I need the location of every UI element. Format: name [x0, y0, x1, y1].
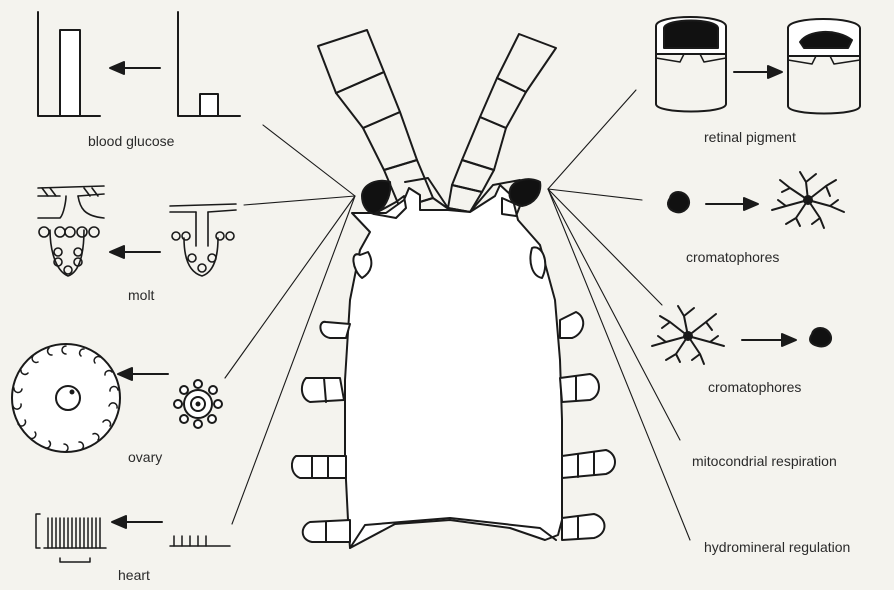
- arrow-left-icon: [118, 368, 168, 380]
- carapace: [345, 185, 562, 548]
- label-mitochondrial-respiration: mitocondrial respiration: [692, 453, 837, 469]
- label-cromatophores-1: cromatophores: [686, 249, 779, 265]
- arrow-left-icon: [110, 246, 160, 258]
- label-ovary: ovary: [128, 449, 162, 465]
- heart-panel: [36, 514, 230, 562]
- crustacean-body: [292, 30, 615, 548]
- fast-heartbeat-trace: [48, 518, 100, 548]
- concentrated-cromatophore-icon: [668, 192, 689, 212]
- arrow-left-icon: [110, 62, 160, 74]
- dispersed-cromatophore-icon: [652, 306, 724, 364]
- right-eye-icon: [510, 179, 541, 206]
- label-molt: molt: [128, 287, 155, 303]
- label-heart: heart: [118, 567, 150, 583]
- dispersed-cromatophore-icon: [772, 172, 844, 228]
- label-hydromineral-regulation: hydromineral regulation: [704, 539, 850, 555]
- cromatophores-concentrating-panel: [652, 306, 831, 364]
- slow-heartbeat-trace: [174, 536, 206, 546]
- arrow-right-icon: [742, 334, 796, 346]
- arrow-right-icon: [734, 66, 782, 78]
- left-eye-icon: [362, 181, 390, 214]
- label-retinal-pigment: retinal pigment: [704, 129, 796, 145]
- left-antenna: [318, 30, 384, 93]
- label-cromatophores-2: cromatophores: [708, 379, 801, 395]
- concentrated-cromatophore-icon: [810, 328, 831, 346]
- cromatophores-dispersing-panel: [668, 172, 844, 228]
- blood-glucose-panel: [38, 12, 240, 116]
- arrow-left-icon: [112, 516, 162, 528]
- label-blood-glucose: blood glucose: [88, 133, 175, 149]
- molt-panel: [38, 186, 236, 276]
- arrow-right-icon: [706, 198, 758, 210]
- ovary-panel: [12, 344, 222, 452]
- mature-ovary: [12, 344, 120, 452]
- retinal-pigment-panel: [656, 17, 860, 114]
